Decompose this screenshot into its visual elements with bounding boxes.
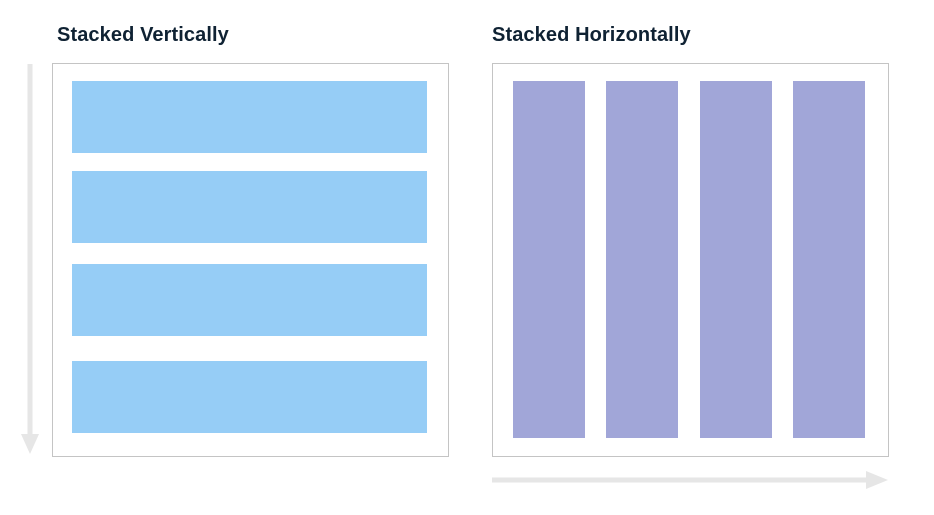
- horizontal-bar: [700, 81, 772, 438]
- horizontal-bar: [793, 81, 865, 438]
- vertical-bar: [72, 81, 427, 153]
- horizontal-bar: [513, 81, 585, 438]
- right-arrow-icon: [492, 471, 888, 489]
- vertical-stack-frame: [52, 63, 449, 457]
- horizontal-bar: [606, 81, 678, 438]
- vertical-title: Stacked Vertically: [57, 24, 229, 46]
- horizontal-title: Stacked Horizontally: [492, 24, 691, 46]
- vertical-bar: [72, 361, 427, 433]
- vertical-bar: [72, 171, 427, 243]
- horizontal-stack-frame: [492, 63, 889, 457]
- down-arrow-icon: [21, 64, 39, 454]
- vertical-bar: [72, 264, 427, 336]
